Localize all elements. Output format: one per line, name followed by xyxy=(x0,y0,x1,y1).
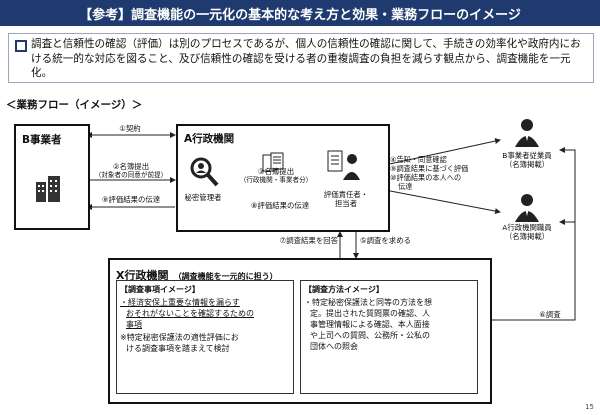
step-list-submit-2: （対象者の同意が前提） xyxy=(94,171,168,179)
items-line-5: ける調査事項を踏まえて検討 xyxy=(126,344,230,353)
arrow-to-a-staff xyxy=(384,189,501,215)
b-company-title: B事業者 xyxy=(22,134,62,146)
x-agency-title: X行政機関 xyxy=(116,269,169,282)
x-agency-subtitle: （調査機能を一元的に担う） xyxy=(173,272,278,281)
square-bullet-icon xyxy=(15,40,27,52)
step-list-evaluator-1: ③名簿提出 xyxy=(257,167,295,176)
evaluator-label-2: 担当者 xyxy=(334,199,358,208)
arrow-to-b-employee xyxy=(384,138,501,166)
x-agency-box: X行政機関 （調査機能を一元的に担う） 【調査事項イメージ】 ・経済安保上重要な… xyxy=(108,258,492,404)
evaluator-label-1: 評価責任者・ xyxy=(323,190,369,199)
b-employee-label-1: B事業者従業員 xyxy=(502,151,552,160)
flow-label: ＜業務フロー（イメージ）＞ xyxy=(6,99,143,111)
step-answer: ⑦調査結果を回答 xyxy=(279,236,338,245)
page-number: 15 xyxy=(585,403,594,411)
step-contract: ①契約 xyxy=(119,124,141,133)
method-line-2: 定。提出された質問票の確認、人 xyxy=(310,309,430,318)
method-line-5: 団体への照会 xyxy=(310,342,358,351)
page-title: 【参考】調査機能の一元化の基本的な考え方と効果・業務フローのイメージ xyxy=(0,0,600,26)
building-icon xyxy=(36,176,60,202)
items-line-3: 事項 xyxy=(126,320,142,329)
method-line-1: ・特定秘密保護法と同等の方法を想 xyxy=(304,298,432,307)
documents-icon xyxy=(262,152,284,172)
step-investigation: ⑥調査 xyxy=(539,310,561,319)
intro-box: 調査と信頼性の確認（評価）は別のプロセスであるが、個人の信頼性の確認に関して、手… xyxy=(8,33,594,83)
secret-manager-label: 秘密管理者 xyxy=(184,193,222,202)
a-staff-label-2: （名簿掲載） xyxy=(504,232,550,241)
method-line-4: や上司への質問、公務所・公私の xyxy=(310,331,430,340)
method-box-title: 【調査方法イメージ】 xyxy=(304,285,384,294)
b-company-box: B事業者 xyxy=(14,124,90,230)
step-list-evaluator-2: （行政機関・事業者分） xyxy=(239,176,313,184)
method-line-3: 事管理情報による確認、本人面接 xyxy=(310,320,430,329)
a-staff-icon xyxy=(515,194,539,222)
step-request: ⑤調査を求める xyxy=(360,236,411,245)
step-list-submit-1: ②名簿提出 xyxy=(112,162,150,171)
step-evaluate: ⑨調査結果に基づく評価 xyxy=(390,164,469,173)
step-inform-1: ⑩評価結果の本人への xyxy=(390,173,462,182)
items-line-4: ※特定秘密保護法の適性評価にお xyxy=(120,333,239,342)
intro-text: 調査と信頼性の確認（評価）は別のプロセスであるが、個人の信頼性の確認に関して、手… xyxy=(31,38,581,79)
magnifier-person-icon xyxy=(190,157,219,187)
b-employee-icon xyxy=(515,119,539,147)
evaluator-person-icon xyxy=(327,150,360,180)
items-box: 【調査事項イメージ】 ・経済安保上重要な情報を漏らす おそれがないことを確認する… xyxy=(116,280,294,394)
a-agency-title: A行政機関 xyxy=(184,133,235,145)
step-inform-2: 伝達 xyxy=(398,182,413,191)
step-result-b: ⑨評価結果の伝達 xyxy=(101,195,161,204)
items-line-2: おそれがないことを確認するための xyxy=(126,309,254,318)
step-result-manager: ⑧評価結果の伝達 xyxy=(250,201,310,210)
a-staff-label-1: A行政機関職員 xyxy=(502,223,552,232)
step-notify: ④告知・同意確認 xyxy=(390,155,447,164)
method-box: 【調査方法イメージ】 ・特定秘密保護法と同等の方法を想 定。提出された質問票の確… xyxy=(300,280,478,394)
arrow-investigation xyxy=(490,147,576,321)
b-employee-label-2: （名簿掲載） xyxy=(504,160,550,169)
items-line-1: ・経済安保上重要な情報を漏らす xyxy=(120,298,240,307)
items-box-title: 【調査事項イメージ】 xyxy=(120,285,200,294)
